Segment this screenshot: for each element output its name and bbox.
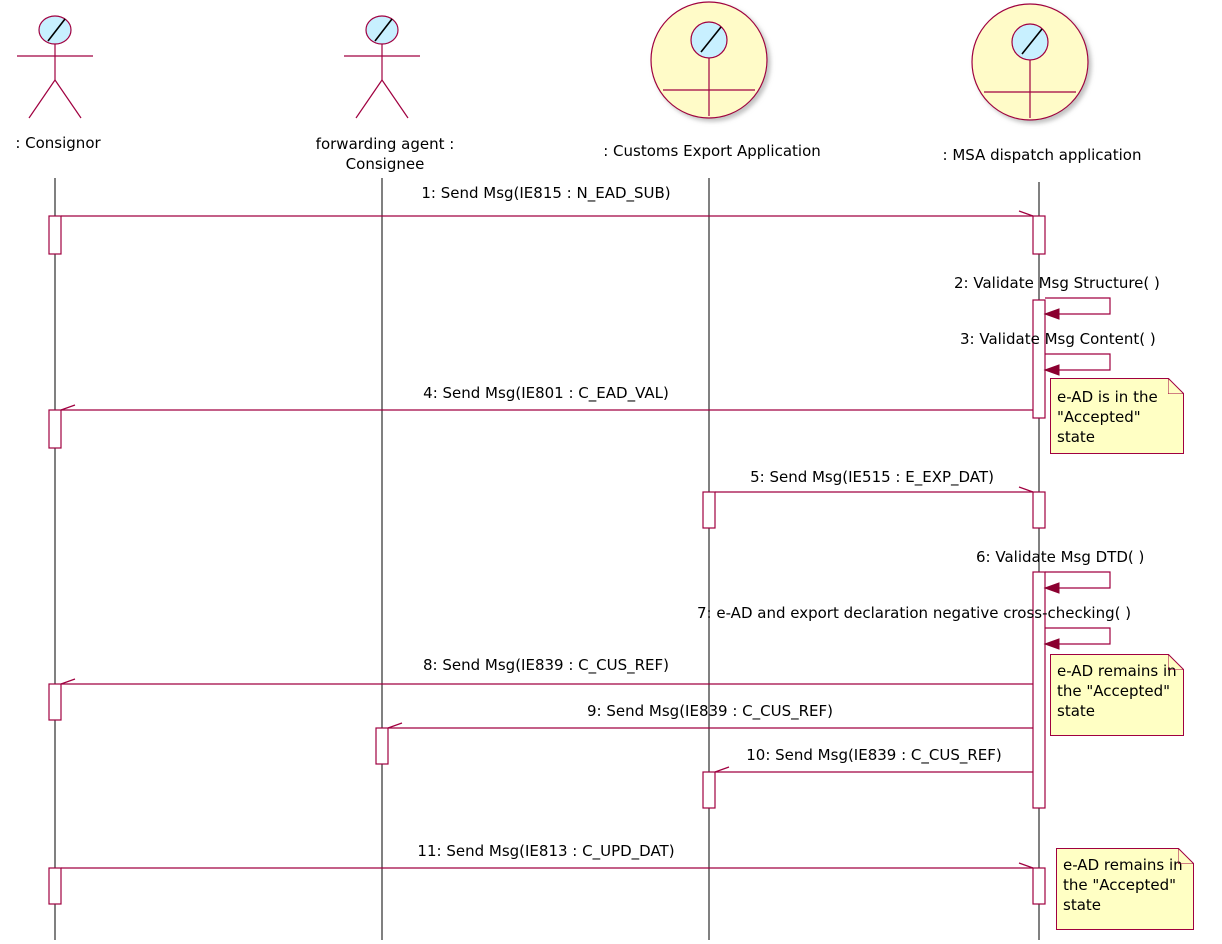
note-2-text: e-AD remains in the "Accepted" state xyxy=(1057,662,1177,720)
entity-icon-msa-dispatch xyxy=(971,3,1089,121)
note-1-fold xyxy=(1168,378,1184,394)
actor-leg-right-consignor xyxy=(54,79,82,119)
activation-box-3 xyxy=(1032,299,1046,419)
message-3-arrow xyxy=(1045,353,1111,371)
message-7-label: 7: e-AD and export declaration negative … xyxy=(697,604,1132,622)
message-8-arrow-head xyxy=(60,678,76,685)
activation-box-2 xyxy=(1032,215,1046,255)
activation-box-11 xyxy=(48,867,62,905)
message-7-arrow-head xyxy=(1043,638,1060,650)
activation-box-7 xyxy=(1032,571,1046,809)
activation-box-1 xyxy=(48,215,62,255)
actor-leg-left-forwarding-agent xyxy=(355,79,383,119)
message-2-label: 2: Validate Msg Structure( ) xyxy=(954,274,1160,292)
entity-head-mark-msa-dispatch xyxy=(1021,28,1043,55)
message-6-arrow-head xyxy=(1043,582,1060,594)
entity-head-customs-export xyxy=(690,21,728,59)
message-11-arrow-head xyxy=(1018,862,1034,869)
activation-box-4 xyxy=(48,409,62,449)
message-9-label: 9: Send Msg(IE839 : C_CUS_REF) xyxy=(587,702,833,720)
note-3-fold xyxy=(1178,848,1194,864)
entity-head-mark-customs-export xyxy=(700,26,722,53)
message-6-arrow xyxy=(1045,571,1111,589)
message-2-arrow xyxy=(1045,297,1111,315)
message-1-label: 1: Send Msg(IE815 : N_EAD_SUB) xyxy=(421,184,671,202)
note-remains-accepted-1: e-AD remains in the "Accepted" state xyxy=(1050,654,1184,736)
message-1-arrow-head xyxy=(1018,210,1034,217)
entity-icon-customs-export xyxy=(650,1,768,119)
note-1-text: e-AD is in the "Accepted" state xyxy=(1057,388,1158,446)
participant-label-consignor: : Consignor xyxy=(15,134,101,152)
message-3-arrow-head xyxy=(1043,364,1060,376)
actor-head-consignor xyxy=(38,15,72,45)
actor-head-mark-forwarding-agent xyxy=(374,18,393,42)
note-accepted-state: e-AD is in the "Accepted" state xyxy=(1050,378,1184,454)
participant-label-customs-export: : Customs Export Application xyxy=(603,142,821,160)
message-5-arrow-head xyxy=(1018,486,1034,493)
message-7-arrow xyxy=(1045,627,1111,645)
activation-box-12 xyxy=(1032,867,1046,905)
note-2-fold xyxy=(1168,654,1184,670)
participant-label-msa-dispatch: : MSA dispatch application xyxy=(942,146,1142,164)
message-4-label: 4: Send Msg(IE801 : C_EAD_VAL) xyxy=(423,384,669,402)
actor-leg-right-forwarding-agent xyxy=(381,79,409,119)
message-5-label: 5: Send Msg(IE515 : E_EXP_DAT) xyxy=(750,468,994,486)
message-6-label: 6: Validate Msg DTD( ) xyxy=(976,548,1145,566)
message-9-arrow-head xyxy=(387,722,403,729)
message-3-label: 3: Validate Msg Content( ) xyxy=(960,330,1156,348)
participant-label-forwarding-agent: forwarding agent : Consignee xyxy=(315,135,455,173)
activation-box-8 xyxy=(48,683,62,721)
note-3-text: e-AD remains in the "Accepted" state xyxy=(1063,856,1183,914)
message-11-label: 11: Send Msg(IE813 : C_UPD_DAT) xyxy=(417,842,675,860)
actor-head-mark-consignor xyxy=(47,18,66,42)
entity-head-msa-dispatch xyxy=(1011,23,1049,61)
message-8-label: 8: Send Msg(IE839 : C_CUS_REF) xyxy=(423,656,669,674)
activation-box-9 xyxy=(375,727,389,765)
message-10-arrow-head xyxy=(714,766,730,773)
message-4-arrow-head xyxy=(60,404,76,411)
activation-box-5 xyxy=(702,491,716,529)
activation-box-10 xyxy=(702,771,716,809)
actor-icon-consignor xyxy=(17,15,93,119)
activation-box-6 xyxy=(1032,491,1046,529)
note-remains-accepted-2: e-AD remains in the "Accepted" state xyxy=(1056,848,1194,930)
actor-head-forwarding-agent xyxy=(365,15,399,45)
actor-leg-left-consignor xyxy=(28,79,56,119)
message-10-label: 10: Send Msg(IE839 : C_CUS_REF) xyxy=(746,746,1002,764)
actor-icon-forwarding-agent xyxy=(344,15,420,119)
message-2-arrow-head xyxy=(1043,308,1060,320)
